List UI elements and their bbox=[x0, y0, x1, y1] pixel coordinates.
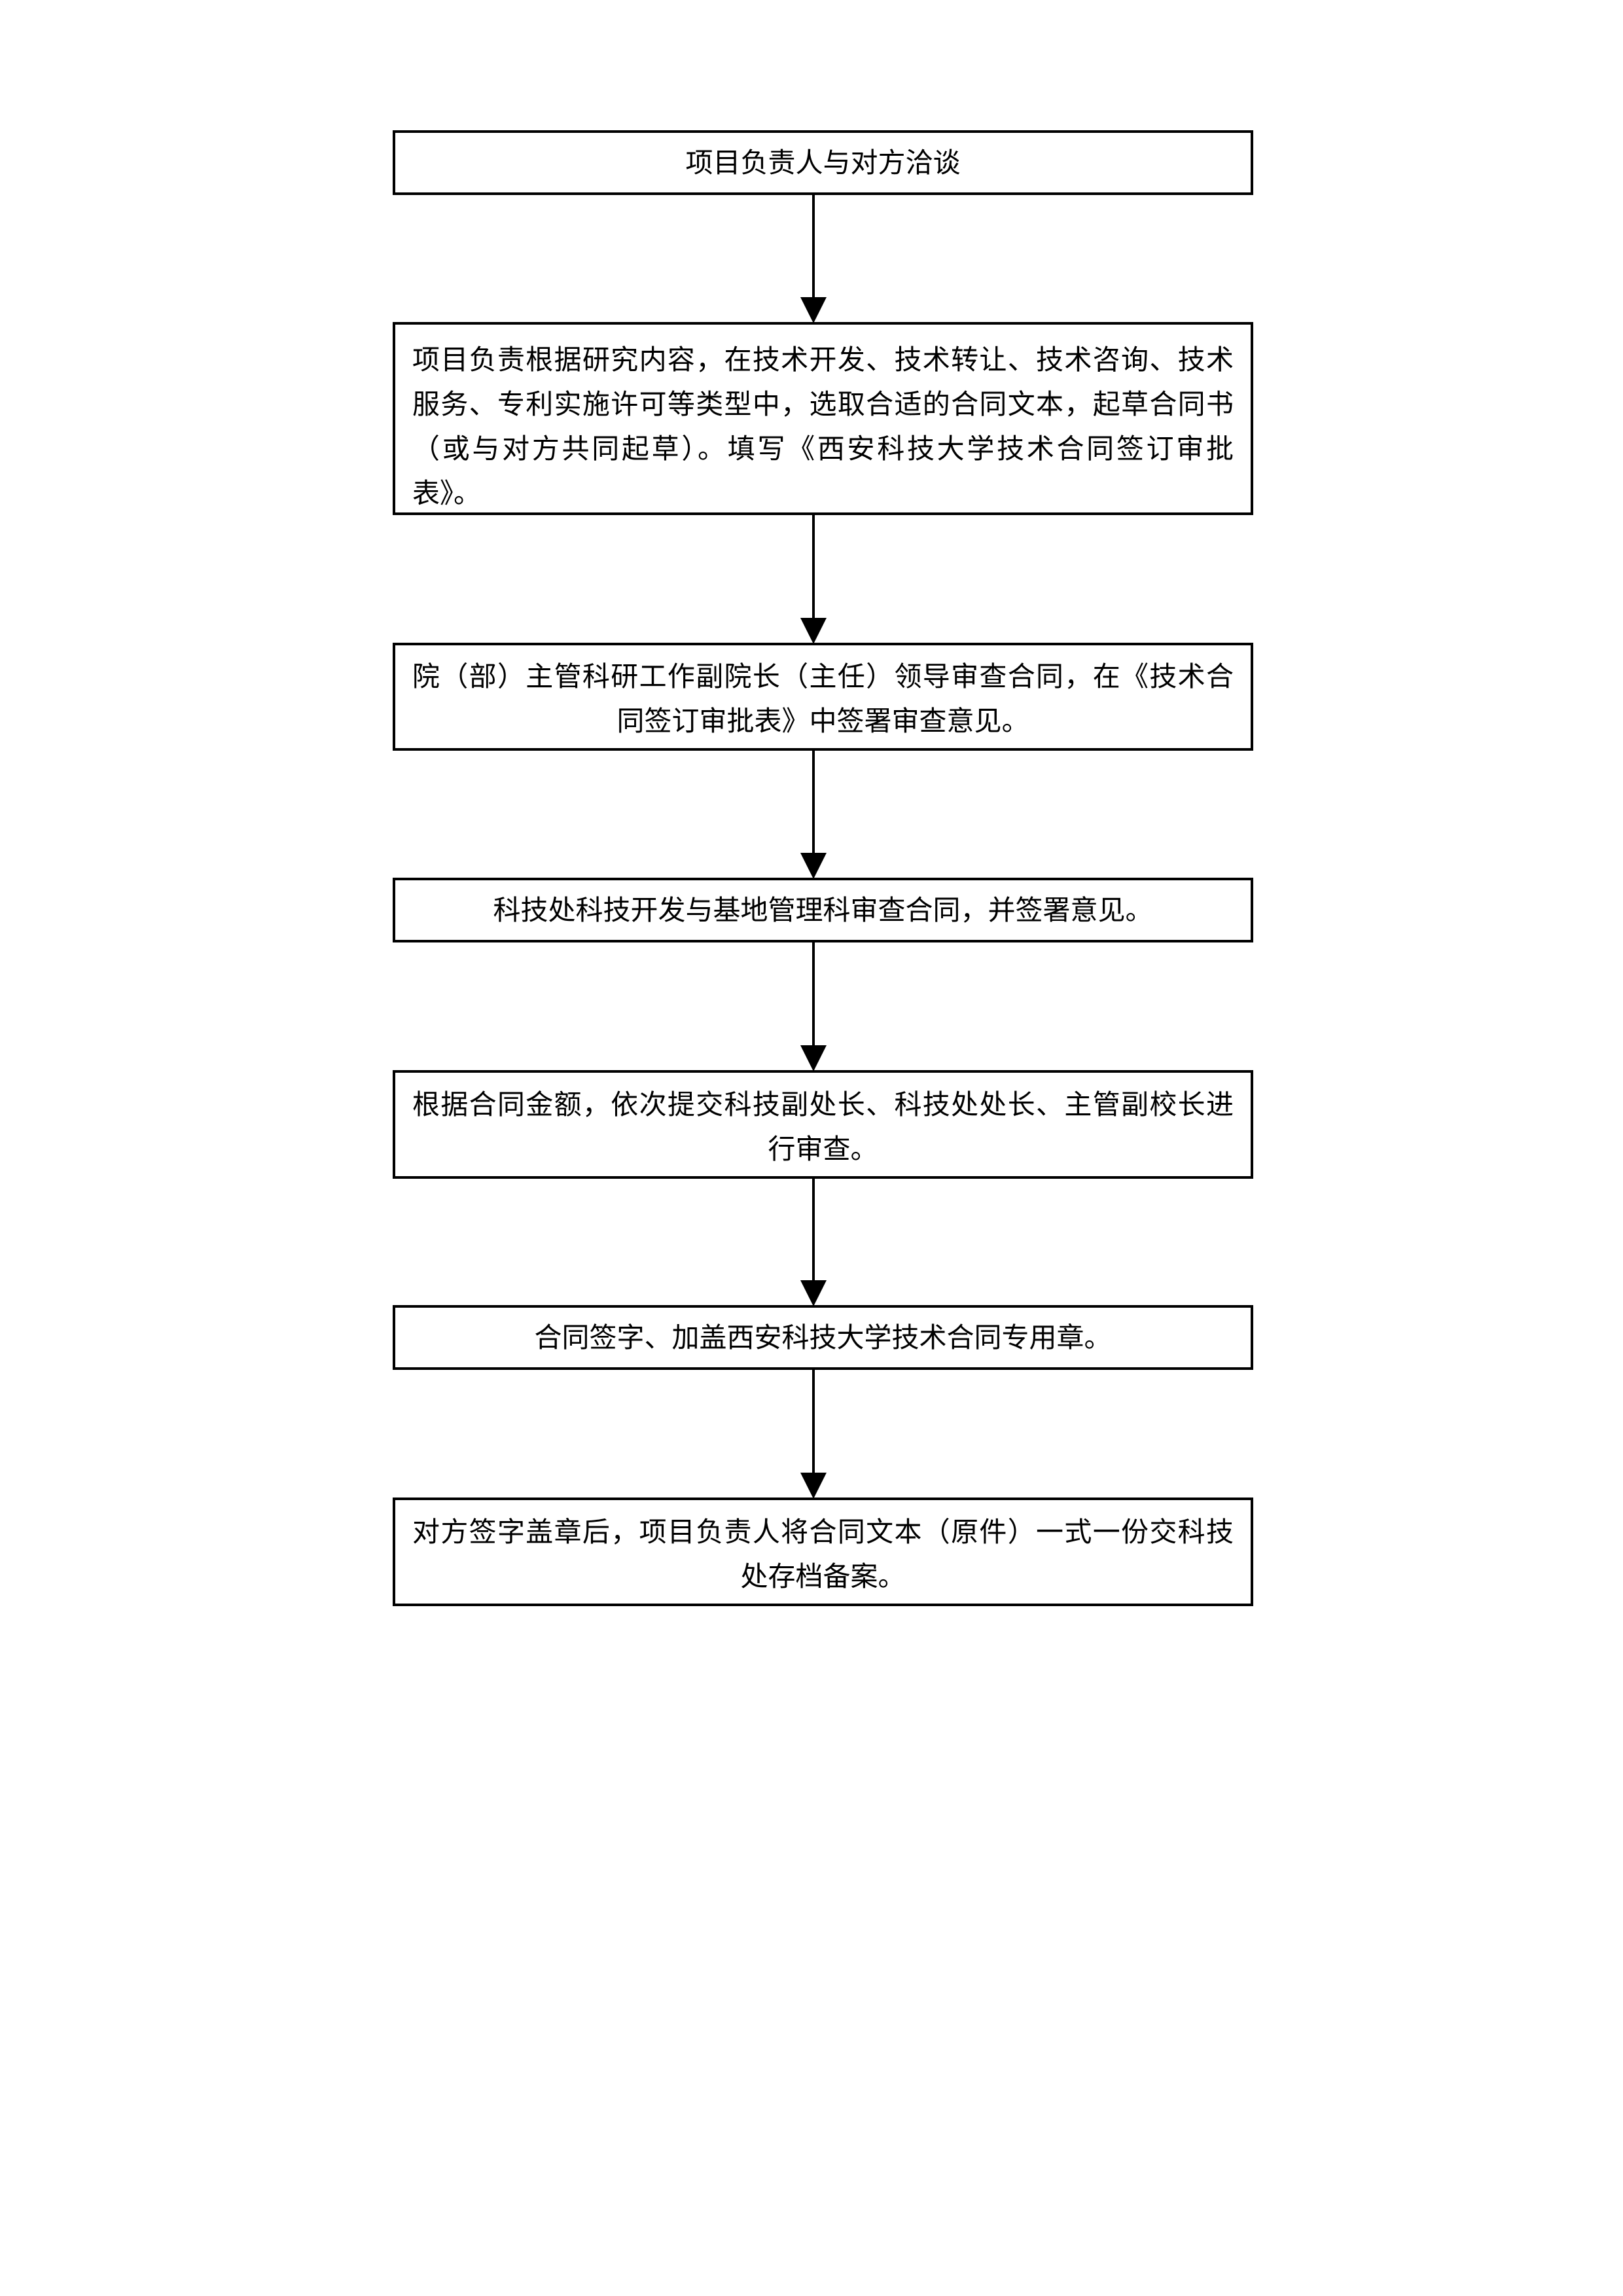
step-text-archive: 对方签字盖章后，项目负责人将合同文本（原件）一式一份交科技处存档备案。 bbox=[412, 1516, 1234, 1592]
step-box-college-review: 院（部）主管科研工作副院长（主任）领导审查合同，在《技术合同签订审批表》中签署审… bbox=[393, 643, 1253, 751]
step-text-leadership-review: 根据合同金额，依次提交科技副处长、科技处处长、主管副校长进行审查。 bbox=[412, 1088, 1234, 1165]
step-box-sign-seal: 合同签字、加盖西安科技大学技术合同专用章。 bbox=[393, 1305, 1253, 1370]
step-box-leadership-review: 根据合同金额，依次提交科技副处长、科技处处长、主管副校长进行审查。 bbox=[393, 1070, 1253, 1179]
step-text-office-review: 科技处科技开发与基地管理科审查合同，并签署意见。 bbox=[493, 893, 1153, 926]
step-box-office-review: 科技处科技开发与基地管理科审查合同，并签署意见。 bbox=[393, 878, 1253, 942]
step-text-sign-seal: 合同签字、加盖西安科技大学技术合同专用章。 bbox=[534, 1321, 1112, 1354]
step-text-draft-contract: 项目负责根据研究内容，在技术开发、技术转让、技术咨询、技术服务、专利实施许可等类… bbox=[412, 344, 1234, 509]
step-box-draft-contract: 项目负责根据研究内容，在技术开发、技术转让、技术咨询、技术服务、专利实施许可等类… bbox=[393, 322, 1253, 515]
step-box-archive: 对方签字盖章后，项目负责人将合同文本（原件）一式一份交科技处存档备案。 bbox=[393, 1498, 1253, 1606]
step-text-negotiation: 项目负责人与对方洽谈 bbox=[685, 146, 961, 179]
step-box-negotiation: 项目负责人与对方洽谈 bbox=[393, 130, 1253, 195]
step-text-college-review: 院（部）主管科研工作副院长（主任）领导审查合同，在《技术合同签订审批表》中签署审… bbox=[412, 660, 1234, 737]
